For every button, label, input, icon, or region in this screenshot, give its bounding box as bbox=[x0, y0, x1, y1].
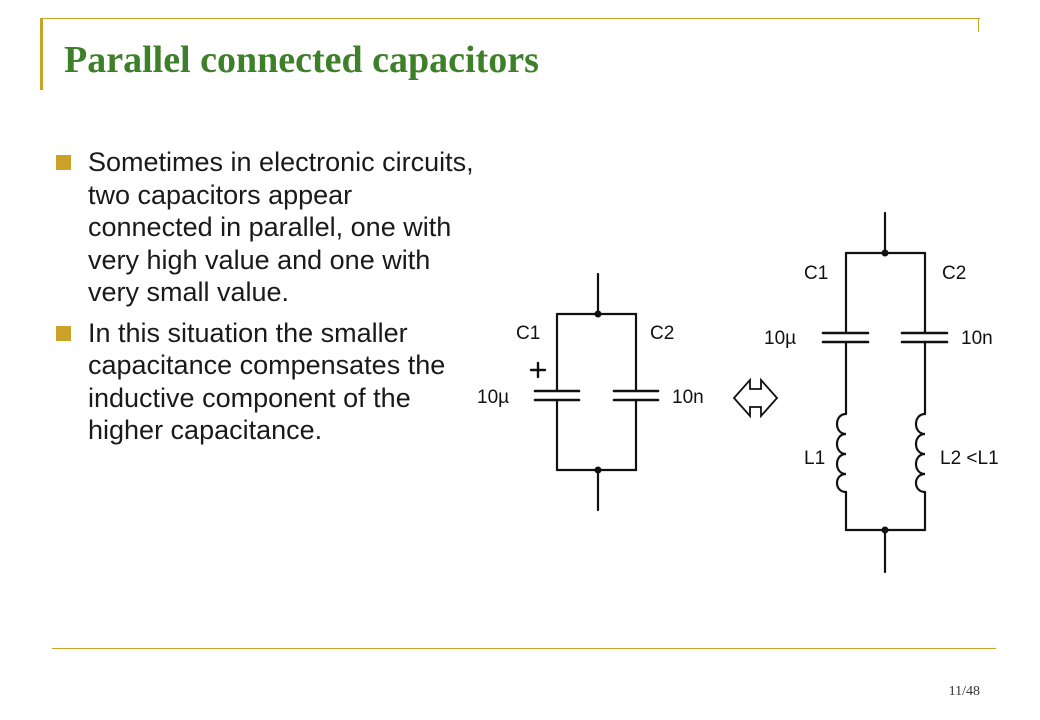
bullet-item: Sometimes in electronic circuits, two ca… bbox=[56, 146, 476, 309]
right-l1-label: L1 bbox=[804, 448, 825, 469]
bullet-text: Sometimes in electronic circuits, two ca… bbox=[88, 147, 474, 307]
square-bullet-icon bbox=[56, 155, 71, 170]
title-frame-tick bbox=[978, 18, 979, 32]
page-number: 11/48 bbox=[948, 684, 980, 699]
junction-node bbox=[881, 526, 889, 534]
left-c2-value: 10n bbox=[672, 387, 704, 408]
left-c1-value: 10µ bbox=[477, 387, 509, 408]
bullet-item: In this situation the smaller capacitanc… bbox=[56, 317, 476, 447]
junction-node bbox=[594, 466, 602, 474]
right-c1-value: 10µ bbox=[764, 328, 796, 349]
left-c1-label: C1 bbox=[516, 323, 540, 344]
right-c1-label: C1 bbox=[804, 263, 828, 284]
bullet-text: In this situation the smaller capacitanc… bbox=[88, 317, 446, 446]
double-arrow-icon bbox=[732, 377, 779, 419]
left-c2-label: C2 bbox=[650, 323, 674, 344]
right-circuit bbox=[821, 211, 949, 574]
left-circuit bbox=[529, 272, 660, 512]
junction-node bbox=[881, 249, 889, 257]
junction-node bbox=[594, 310, 602, 318]
title-frame-accent bbox=[40, 18, 980, 90]
right-c2-value: 10n bbox=[961, 328, 993, 349]
square-bullet-icon bbox=[56, 325, 71, 341]
right-l2-label: L2 <L1 bbox=[940, 448, 999, 469]
bullet-list: Sometimes in electronic circuits, two ca… bbox=[56, 146, 476, 455]
right-c2-label: C2 bbox=[942, 263, 966, 284]
slide-title: Parallel connected capacitors bbox=[64, 39, 539, 81]
footer-divider bbox=[52, 648, 996, 649]
